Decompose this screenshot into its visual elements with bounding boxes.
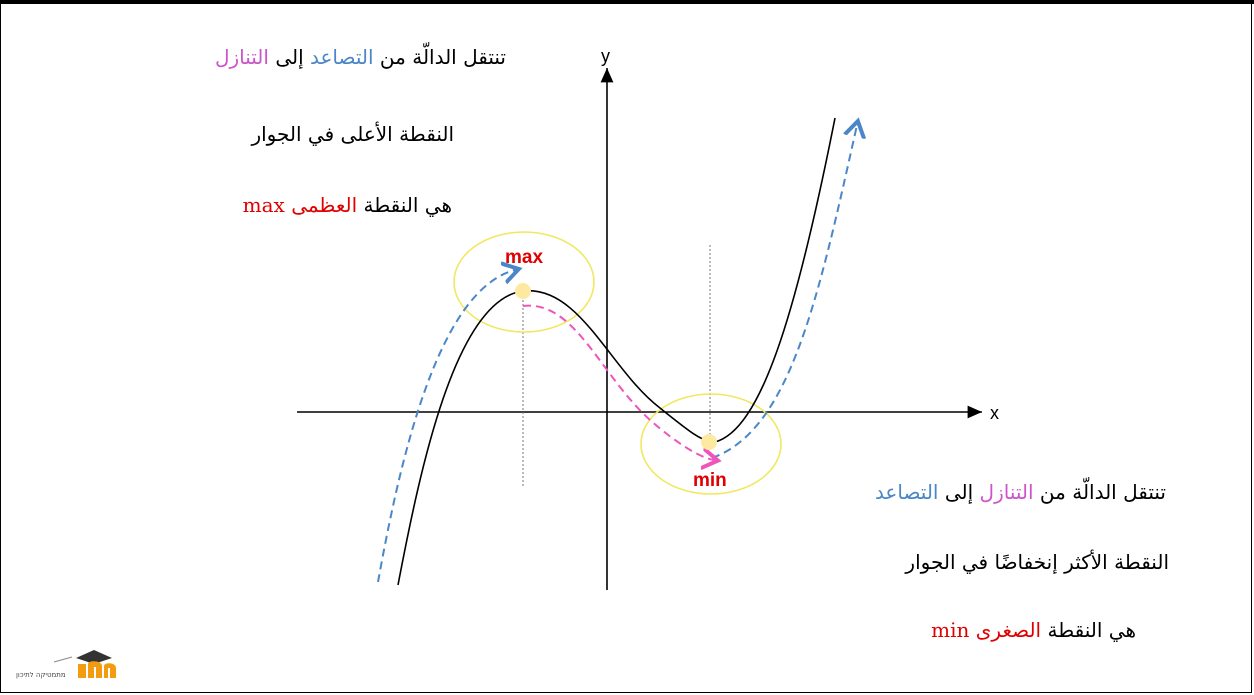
y-axis-label: y — [601, 46, 610, 66]
max-line1: تنتقل الدالّة من التصاعد إلى التنازل — [215, 45, 506, 69]
min-line3-word: الصغرى — [975, 618, 1042, 642]
top-border — [0, 0, 1254, 4]
max-line1-increasing: التصاعد — [310, 45, 374, 69]
min-line2: النقطة الأكثر إنخفاضًا في الجوار — [905, 550, 1169, 574]
site-logo: מתמטיקה לתיכון — [14, 648, 124, 680]
min-line3-start: هي النقطة — [1047, 618, 1136, 642]
min-point — [701, 434, 717, 450]
min-marker-label: min — [693, 470, 727, 491]
max-line3-start: هي النقطة — [363, 193, 452, 217]
max-line1-mid: إلى — [275, 45, 304, 69]
min-line1-increasing: التصاعد — [874, 480, 939, 504]
max-line1-start: تنتقل الدالّة من — [379, 45, 506, 69]
min-line3-end: min — [931, 618, 970, 642]
min-line3: هي النقطة الصغرى min — [931, 618, 1136, 642]
max-line3: هي النقطة العظمى max — [243, 193, 452, 217]
max-point — [515, 283, 531, 299]
min-line1-decreasing: التنازل — [979, 480, 1034, 504]
max-line3-word: العظمى — [291, 193, 358, 217]
min-highlight-circle — [640, 393, 782, 495]
max-highlight-circle — [453, 231, 595, 333]
max-line1-decreasing: التنازل — [214, 45, 269, 69]
decreasing-arrow — [522, 304, 714, 460]
increasing-arrow-left — [377, 270, 515, 583]
max-marker-label: max — [505, 247, 543, 268]
max-line2: النقطة الأعلى في الجوار — [251, 122, 454, 146]
logo-text: מתמטיקה לתיכון — [16, 671, 66, 679]
min-line1-mid: إلى — [944, 480, 974, 504]
min-line1-start: تنتقل الدالّة من — [1039, 480, 1166, 504]
function-curve — [397, 117, 836, 586]
x-axis-label: x — [990, 403, 999, 423]
increasing-arrow-right — [711, 125, 857, 459]
max-line3-end: max — [242, 193, 285, 217]
graduation-cap-icon: מתמטיקה לתיכון — [16, 650, 116, 679]
min-line1: تنتقل الدالّة من التنازل إلى التصاعد — [875, 480, 1166, 504]
